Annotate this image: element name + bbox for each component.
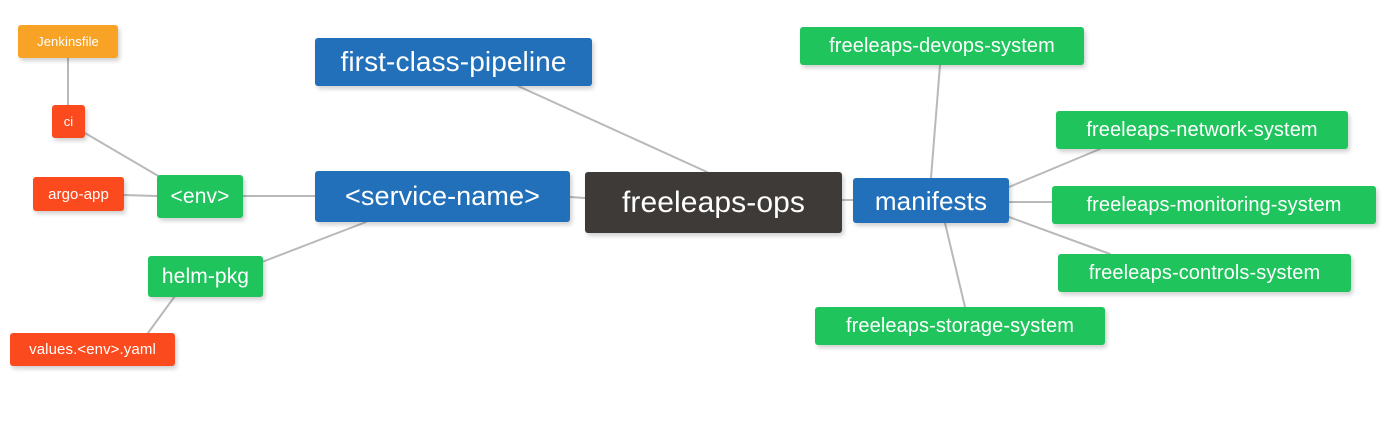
node-env[interactable]: <env> — [157, 175, 243, 218]
node-freeleaps-devops-system[interactable]: freeleaps-devops-system — [800, 27, 1084, 65]
node-freeleaps-storage-system[interactable]: freeleaps-storage-system — [815, 307, 1105, 345]
node-freeleaps-network-system[interactable]: freeleaps-network-system — [1056, 111, 1348, 149]
edge-helm-pkg-to-service-name — [261, 221, 367, 263]
node-manifests[interactable]: manifests — [853, 178, 1009, 223]
node-first-class-pipeline[interactable]: first-class-pipeline — [315, 38, 592, 86]
node-freeleaps-controls-system[interactable]: freeleaps-controls-system — [1058, 254, 1351, 292]
edge-first-class-pipeline-to-freeleaps-ops — [517, 85, 708, 173]
edge-manifests-to-freeleaps-devops-system — [930, 64, 941, 179]
node-argo-app[interactable]: argo-app — [33, 177, 124, 211]
edge-manifests-to-freeleaps-network-system — [1008, 148, 1101, 188]
edge-service-name-to-freeleaps-ops — [569, 196, 586, 199]
edge-ci-to-env — [84, 132, 161, 178]
node-helm-pkg[interactable]: helm-pkg — [148, 256, 263, 297]
edge-argo-app-to-env — [123, 194, 158, 197]
node-freeleaps-monitoring-system[interactable]: freeleaps-monitoring-system — [1052, 186, 1376, 224]
node-values-env-yaml[interactable]: values.<env>.yaml — [10, 333, 175, 366]
node-ci[interactable]: ci — [52, 105, 85, 138]
edge-manifests-to-freeleaps-storage-system — [944, 222, 966, 308]
node-service-name[interactable]: <service-name> — [315, 171, 570, 222]
edge-values-env-yaml-to-helm-pkg — [147, 295, 176, 334]
node-jenkinsfile[interactable]: Jenkinsfile — [18, 25, 118, 58]
node-freeleaps-ops[interactable]: freeleaps-ops — [585, 172, 842, 233]
